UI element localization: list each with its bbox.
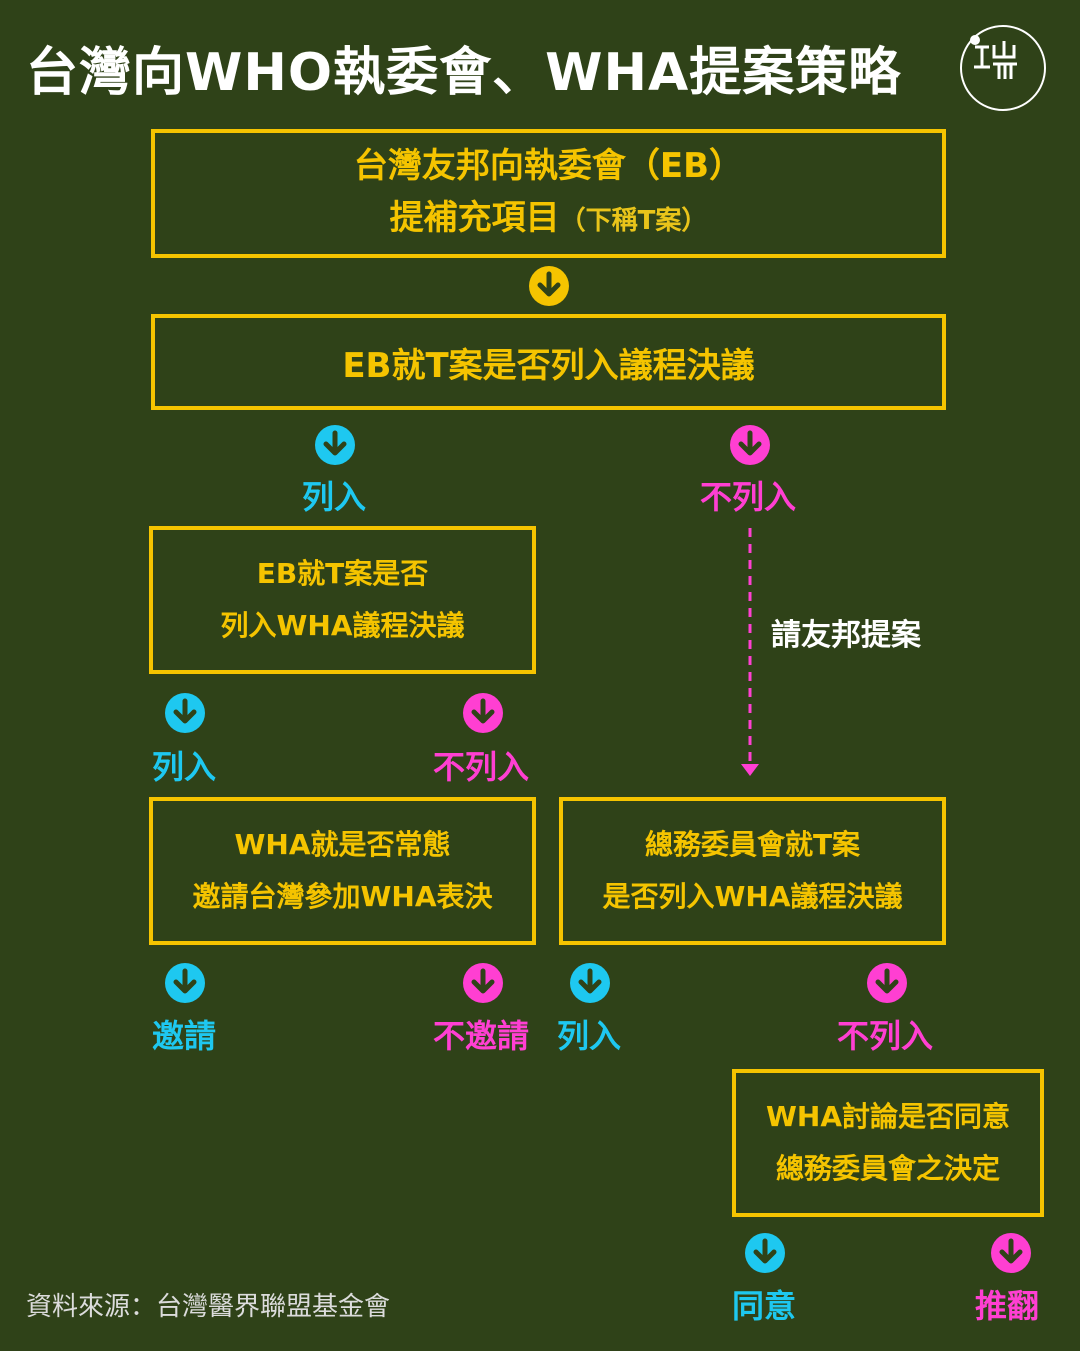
arrow-down-circle-icon	[529, 266, 569, 306]
branch-label-no-invite: 不邀請	[433, 1017, 530, 1055]
arrow-down-circle-icon	[745, 1233, 785, 1273]
note-ask-allies: 請友邦提案	[771, 618, 921, 653]
box-line: EB就T案是否	[256, 557, 429, 590]
branch-label-exclude: 不列入	[700, 478, 797, 516]
arrow-down-circle-icon	[463, 963, 503, 1003]
branch-label-overturn: 推翻	[975, 1287, 1040, 1325]
arrow-down-circle-icon	[463, 693, 503, 733]
box-line: 總務委員會就T案	[644, 828, 861, 861]
branch-label-exclude: 不列入	[433, 748, 530, 786]
step-box-proposal: 台灣友邦向執委會（EB） 提補充項目（下稱T案）	[151, 129, 946, 258]
box-line: 邀請台灣參加WHA表決	[192, 880, 493, 913]
arrow-down-circle-icon	[867, 963, 907, 1003]
dashed-arrow	[741, 528, 759, 776]
arrow-down-circle-icon	[730, 425, 770, 465]
arrow-down-circle-icon	[165, 963, 205, 1003]
step-box-general-committee: 總務委員會就T案 是否列入WHA議程決議	[559, 797, 946, 945]
box-line: 列入WHA議程決議	[220, 609, 465, 642]
branch-label-agree: 同意	[732, 1287, 797, 1325]
branch-label-include: 列入	[557, 1017, 622, 1055]
branch-label-include: 列入	[302, 478, 367, 516]
step-box-wha-invite: WHA就是否常態 邀請台灣參加WHA表決	[149, 797, 536, 945]
arrow-down-circle-icon	[165, 693, 205, 733]
arrow-down-circle-icon	[991, 1233, 1031, 1273]
step-box-wha-discuss: WHA討論是否同意 總務委員會之決定	[732, 1069, 1044, 1217]
box-line: 台灣友邦向執委會（EB）	[353, 146, 744, 186]
arrow-down-circle-icon	[570, 963, 610, 1003]
page-title: 台灣向WHO執委會、WHA提案策略	[26, 43, 902, 103]
step-box-eb-wha-agenda: EB就T案是否 列入WHA議程決議	[149, 526, 536, 674]
box-line-main: 提補充項目	[389, 198, 560, 238]
box-line: 總務委員會之決定	[775, 1152, 1000, 1185]
box-line: 是否列入WHA議程決議	[602, 880, 903, 913]
branch-label-invite: 邀請	[152, 1017, 217, 1055]
box-line: WHA就是否常態	[234, 828, 451, 861]
step-box-eb-agenda: EB就T案是否列入議程決議	[151, 314, 946, 410]
branch-label-exclude: 不列入	[837, 1017, 934, 1055]
box-line: WHA討論是否同意	[766, 1100, 1010, 1133]
arrow-down-circle-icon	[315, 425, 355, 465]
box-line-note: （下稱T案）	[559, 206, 708, 236]
source-note: 資料來源：台灣醫界聯盟基金會	[26, 1292, 391, 1322]
logo-icon	[960, 25, 1046, 111]
box-line: EB就T案是否列入議程決議	[342, 345, 755, 386]
branch-label-include: 列入	[152, 748, 217, 786]
box-line: 提補充項目（下稱T案）	[390, 192, 708, 247]
